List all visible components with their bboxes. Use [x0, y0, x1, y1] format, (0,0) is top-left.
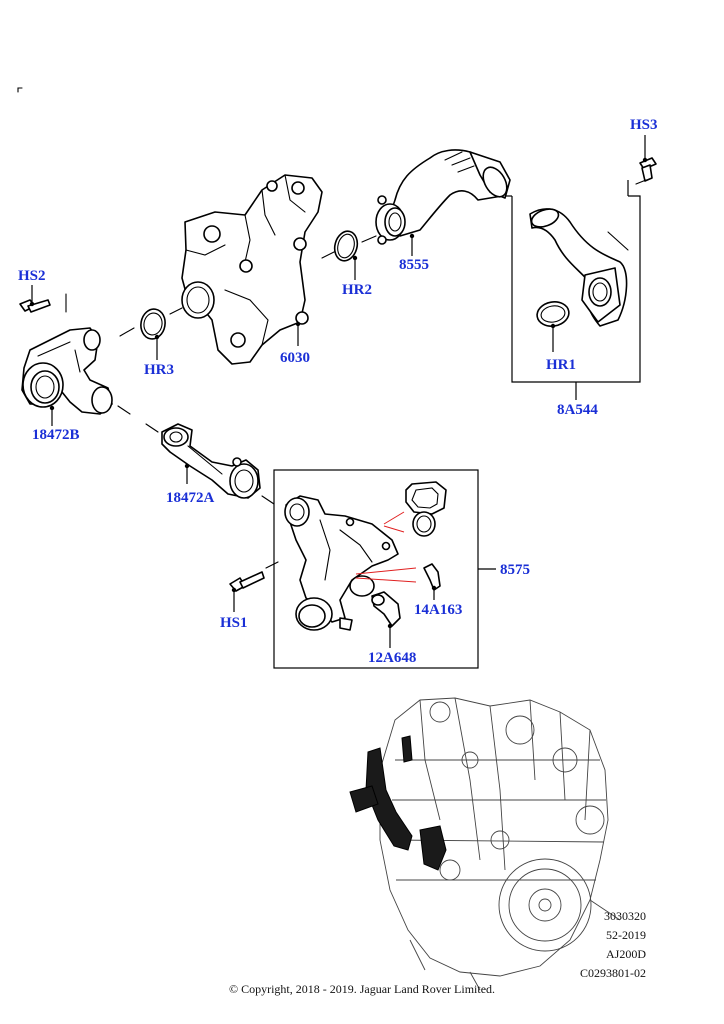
reference-line-3: AJ200D: [605, 947, 646, 961]
callout-hs2[interactable]: HS2: [18, 268, 46, 284]
reference-line-1: 3030320: [604, 909, 646, 923]
axis-line-8555: [361, 235, 377, 243]
reference-block: 3030320 52-2019 AJ200D C0293801-02: [580, 907, 646, 983]
leader-dot-hr3: [154, 334, 160, 340]
callout-14a163[interactable]: 14A163: [414, 602, 462, 618]
copyright-notice: © Copyright, 2018 - 2019. Jaguar Land Ro…: [228, 982, 496, 996]
engine-overview-illustration: [349, 697, 621, 991]
part-8575-o-ring[interactable]: [412, 511, 436, 537]
corner-mark: [17, 87, 23, 93]
part-6030-housing[interactable]: [181, 174, 323, 365]
leader-dot-hr1: [550, 323, 556, 329]
callout-hs1[interactable]: HS1: [220, 615, 248, 631]
part-8555-pipe[interactable]: [375, 149, 512, 245]
part-8575-gasket[interactable]: [405, 481, 447, 515]
part-hr2-seal[interactable]: [331, 229, 360, 264]
callout-8a544[interactable]: 8A544: [557, 402, 598, 418]
leader-dot-6030: [295, 321, 301, 327]
axis-line-hs1: [265, 561, 279, 569]
axis-line-18472b: [117, 405, 131, 415]
axis-line-hr3: [169, 307, 183, 315]
bracket-8a544: [511, 195, 641, 383]
reference-line-4: C0293801-02: [580, 966, 646, 980]
axis-line-8575: [261, 495, 275, 505]
leader-dot-8555: [409, 233, 415, 239]
callout-hr3[interactable]: HR3: [144, 362, 174, 378]
leader-dot-12a648: [387, 623, 393, 629]
leader-dot-18472a: [184, 463, 190, 469]
leader-dot-hs3: [642, 157, 648, 163]
callout-18472a[interactable]: 18472A: [166, 490, 215, 506]
part-hr1-seal[interactable]: [535, 299, 571, 328]
highlight-clip: [355, 567, 417, 583]
callout-18472b[interactable]: 18472B: [32, 427, 80, 443]
callout-6030[interactable]: 6030: [280, 350, 310, 366]
part-8575-housing[interactable]: [284, 495, 399, 631]
part-hs3-bolt[interactable]: [635, 157, 657, 185]
callout-8575[interactable]: 8575: [500, 562, 530, 578]
part-14a163-clip[interactable]: [423, 563, 441, 591]
part-12a648-sensor[interactable]: [371, 591, 401, 627]
part-8a544-pipe[interactable]: [529, 206, 629, 327]
callout-8555[interactable]: 8555: [399, 257, 429, 273]
callout-12a648[interactable]: 12A648: [368, 650, 416, 666]
leader-dot-hs1: [231, 587, 237, 593]
part-18472b-pipe[interactable]: [21, 327, 113, 415]
leader-dot-hr2: [352, 255, 358, 261]
reference-line-2: 52-2019: [606, 928, 646, 942]
leader-dot-14a163: [431, 585, 437, 591]
callout-hr1[interactable]: HR1: [546, 357, 576, 373]
axis-line-18472a: [145, 423, 159, 433]
axis-line-hr2: [321, 251, 335, 259]
part-18472a-pipe[interactable]: [161, 423, 261, 499]
leader-dot-hs2: [29, 301, 35, 307]
part-hs2-bolt[interactable]: [19, 299, 51, 313]
leader-dot-18472b: [49, 405, 55, 411]
axis-line-hr3b: [119, 327, 135, 337]
highlight-gasket: [383, 511, 405, 533]
callout-hr2[interactable]: HR2: [342, 282, 372, 298]
part-hr3-seal[interactable]: [139, 307, 168, 341]
callout-hs3[interactable]: HS3: [630, 117, 658, 133]
